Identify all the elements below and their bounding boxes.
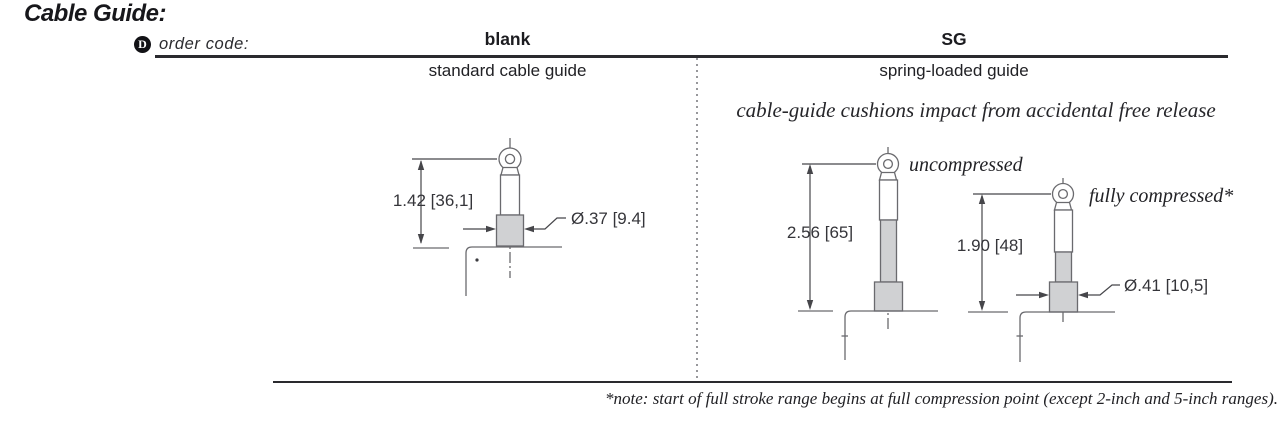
figure-standard-cable-guide: 1.42 [36,1] Ø.37 [9.4] bbox=[393, 138, 646, 296]
surface-line-corner bbox=[465, 246, 562, 296]
figure-spring-guide-uncompressed: 2.56 [65] uncompressed bbox=[787, 147, 1024, 360]
dim-arrow-down bbox=[806, 300, 814, 310]
eyelet-neck bbox=[500, 166, 520, 176]
column-desc-spring-loaded: spring-loaded guide bbox=[879, 61, 1029, 80]
eyelet-inner bbox=[882, 158, 894, 170]
dia-arrow-left bbox=[1078, 291, 1088, 299]
guide-base bbox=[873, 281, 904, 312]
order-code-label: order code: bbox=[159, 35, 250, 53]
eyelet-inner bbox=[504, 153, 516, 165]
column-header-sg: SG bbox=[941, 29, 967, 49]
footer-rule bbox=[273, 381, 1232, 383]
dia-leader-right bbox=[530, 217, 566, 230]
sg-caption: cable-guide cushions impact from acciden… bbox=[736, 98, 1216, 122]
surface-line-corner bbox=[1019, 311, 1115, 362]
dim-arrow-up bbox=[417, 160, 425, 170]
label-uncompressed: uncompressed bbox=[909, 154, 1024, 176]
column-divider-dotted bbox=[696, 58, 698, 381]
guide-shaft bbox=[499, 174, 521, 216]
guide-shaft bbox=[1053, 209, 1074, 253]
dim-diameter-standard: Ø.37 [9.4] bbox=[571, 209, 646, 228]
footnote: *note: start of full stroke range begins… bbox=[605, 389, 1278, 408]
figure-spring-guide-fully-compressed: 1.90 [48] fully compressed* Ø.41 [10,5] bbox=[957, 178, 1233, 362]
eyelet-neck bbox=[1053, 201, 1073, 211]
column-header-blank: blank bbox=[484, 29, 531, 49]
dim-height-standard: 1.42 [36,1] bbox=[393, 191, 473, 210]
dia-arrow-right bbox=[486, 225, 496, 233]
spring-sleeve bbox=[1054, 251, 1073, 283]
spring-sleeve bbox=[879, 219, 898, 283]
eyelet-inner bbox=[1057, 188, 1069, 200]
dim-arrow-up bbox=[806, 164, 814, 174]
label-fully-compressed: fully compressed* bbox=[1089, 185, 1233, 207]
header-rule bbox=[155, 55, 1228, 58]
dim-height-compressed: 1.90 [48] bbox=[957, 236, 1023, 255]
column-desc-standard: standard cable guide bbox=[428, 61, 587, 80]
dia-arrow-right bbox=[1039, 291, 1049, 299]
order-code-d-badge: D bbox=[134, 36, 151, 53]
dia-arrow-left bbox=[524, 225, 534, 233]
dia-leader-right bbox=[1084, 284, 1120, 296]
eyelet-neck bbox=[878, 171, 898, 181]
dim-arrow-down bbox=[417, 234, 425, 244]
surface-line-corner bbox=[844, 310, 938, 360]
section-title: Cable Guide: bbox=[24, 0, 167, 27]
dim-arrow-down bbox=[978, 301, 986, 311]
dim-height-uncompressed: 2.56 [65] bbox=[787, 223, 853, 242]
surface-dot bbox=[475, 258, 479, 262]
guide-shaft bbox=[878, 179, 899, 221]
dim-diameter-compressed: Ø.41 [10,5] bbox=[1124, 276, 1208, 295]
guide-base bbox=[1048, 281, 1079, 313]
dim-arrow-up bbox=[978, 194, 986, 204]
guide-base bbox=[495, 214, 525, 247]
